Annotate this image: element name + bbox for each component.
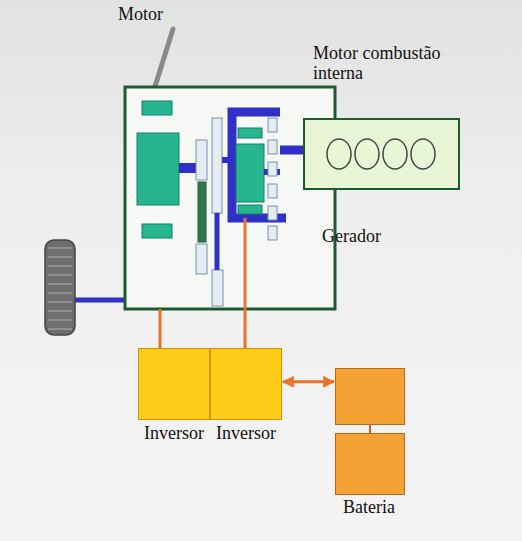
wheel — [45, 240, 75, 335]
tread-line — [48, 301, 72, 303]
motor-rotor — [137, 133, 179, 205]
power-wire — [159, 309, 162, 348]
cylinder — [411, 139, 435, 169]
gear-shaft — [198, 182, 206, 242]
motor-stator — [142, 101, 172, 115]
tread-line — [48, 265, 72, 267]
engine-box: Motor combustão interna — [303, 118, 460, 190]
drive-shaft — [215, 213, 220, 270]
wheel-tread — [48, 248, 72, 329]
motor-stator — [142, 224, 172, 238]
power-connector — [283, 380, 334, 383]
tread-line — [48, 283, 72, 285]
planet-gear — [268, 206, 277, 220]
engine-shaft — [232, 112, 303, 218]
planet-gear — [268, 140, 277, 154]
cylinder — [383, 139, 407, 169]
planet-gear — [268, 162, 277, 176]
planet-gear — [268, 118, 277, 132]
part-label: Motor — [118, 4, 163, 25]
planet-gear — [268, 184, 277, 198]
engine-shaft — [222, 157, 232, 163]
planetary-gear — [268, 118, 277, 240]
cylinder-drawing — [305, 120, 458, 188]
gear — [212, 118, 222, 213]
generator-rotor — [236, 144, 264, 202]
tread-line — [48, 310, 72, 312]
inverter-box: Inversor — [210, 348, 282, 420]
battery-pack: Bateria — [335, 368, 405, 495]
battery-link — [369, 425, 371, 433]
tread-line — [48, 319, 72, 321]
generator-stator — [238, 128, 262, 138]
battery-label: Bateria — [343, 497, 395, 518]
battery-cell — [335, 368, 405, 425]
inverter-label: Inversor — [216, 423, 276, 444]
inverter-label: Inversor — [144, 423, 204, 444]
part-label: Gerador — [322, 226, 381, 247]
inverter-box: Inversor — [138, 348, 210, 420]
tread-line — [48, 292, 72, 294]
planet-gear — [268, 226, 277, 240]
generator-stator — [238, 205, 262, 214]
battery-cell — [335, 433, 405, 495]
engine-label: Motor combustão interna — [313, 43, 473, 84]
tread-line — [48, 256, 72, 258]
tread-line — [48, 247, 72, 249]
power-wire — [244, 218, 247, 348]
tread-line — [48, 328, 72, 330]
gear — [212, 270, 223, 306]
gear — [196, 140, 207, 180]
cylinder — [355, 139, 379, 169]
gear — [196, 244, 207, 274]
tread-line — [48, 274, 72, 276]
cylinder — [327, 139, 351, 169]
